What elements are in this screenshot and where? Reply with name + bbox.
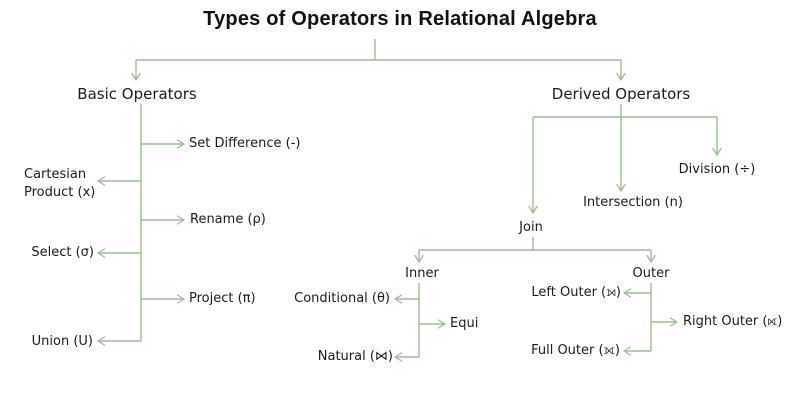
diagram-title: Types of Operators in Relational Algebra <box>203 8 597 30</box>
node-derived-operators: Derived Operators <box>551 85 691 103</box>
node-inner: Inner <box>405 266 439 281</box>
node-conditional: Conditional (θ) <box>294 291 390 306</box>
node-set-difference: Set Difference (-) <box>189 136 301 151</box>
node-left-outer: Left Outer (⟕) <box>531 285 621 300</box>
node-right-outer: Right Outer (⟖) <box>683 314 783 329</box>
node-division: Division (÷) <box>678 162 756 177</box>
node-join: Join <box>519 220 543 235</box>
node-cartesian-product: Cartesian Product (x) <box>24 167 96 200</box>
node-natural: Natural (⋈) <box>317 349 393 364</box>
node-union: Union (U) <box>31 334 93 349</box>
node-outer: Outer <box>632 266 670 281</box>
node-intersection: Intersection (n) <box>583 195 683 210</box>
node-project: Project (π) <box>189 291 256 306</box>
node-equi: Equi <box>450 316 479 331</box>
node-select: Select (σ) <box>31 245 94 260</box>
node-basic-operators: Basic Operators <box>77 85 197 103</box>
node-full-outer: Full Outer (⟗) <box>531 343 620 358</box>
node-rename: Rename (ρ) <box>190 212 266 227</box>
